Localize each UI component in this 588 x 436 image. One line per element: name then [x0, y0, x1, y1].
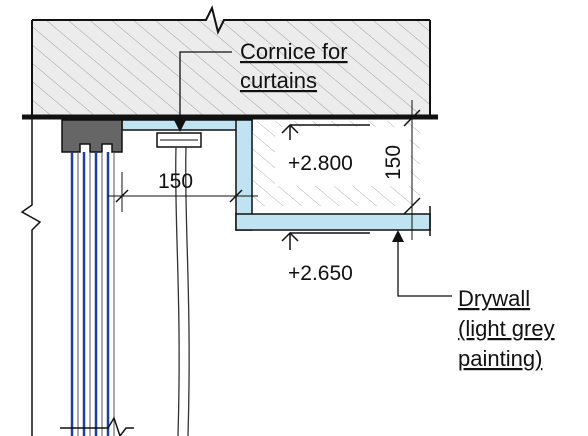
cornice-label-line2: curtains [240, 68, 317, 93]
cornice-leader [174, 51, 232, 132]
ceiling-void-hatch [250, 121, 420, 206]
drywall-leader [392, 230, 452, 297]
curtain [175, 146, 190, 436]
drywall-label-line1: Drywall [458, 286, 530, 311]
dimension-height [403, 100, 421, 240]
bottom-break-mark [60, 416, 134, 436]
level-marker-upper [281, 123, 370, 140]
level-lower-label: +2.650 [288, 262, 353, 285]
dimension-height-label: 150 [382, 145, 405, 180]
window-glazing [70, 152, 115, 436]
window-frame [61, 119, 123, 153]
drywall-label-line2: (light grey [458, 316, 555, 341]
level-upper-label: +2.800 [288, 152, 353, 175]
dimension-width-label: 150 [158, 170, 193, 193]
level-marker-lower [281, 231, 370, 250]
dimension-width [108, 172, 258, 212]
drywall-label-line3: painting) [458, 346, 542, 371]
drywall-profile [121, 119, 431, 236]
cornice-label-line1: Cornice for [240, 39, 348, 64]
cornice-rail [156, 132, 202, 148]
wall-edge-left [20, 117, 42, 436]
concrete-slab [31, 5, 431, 117]
